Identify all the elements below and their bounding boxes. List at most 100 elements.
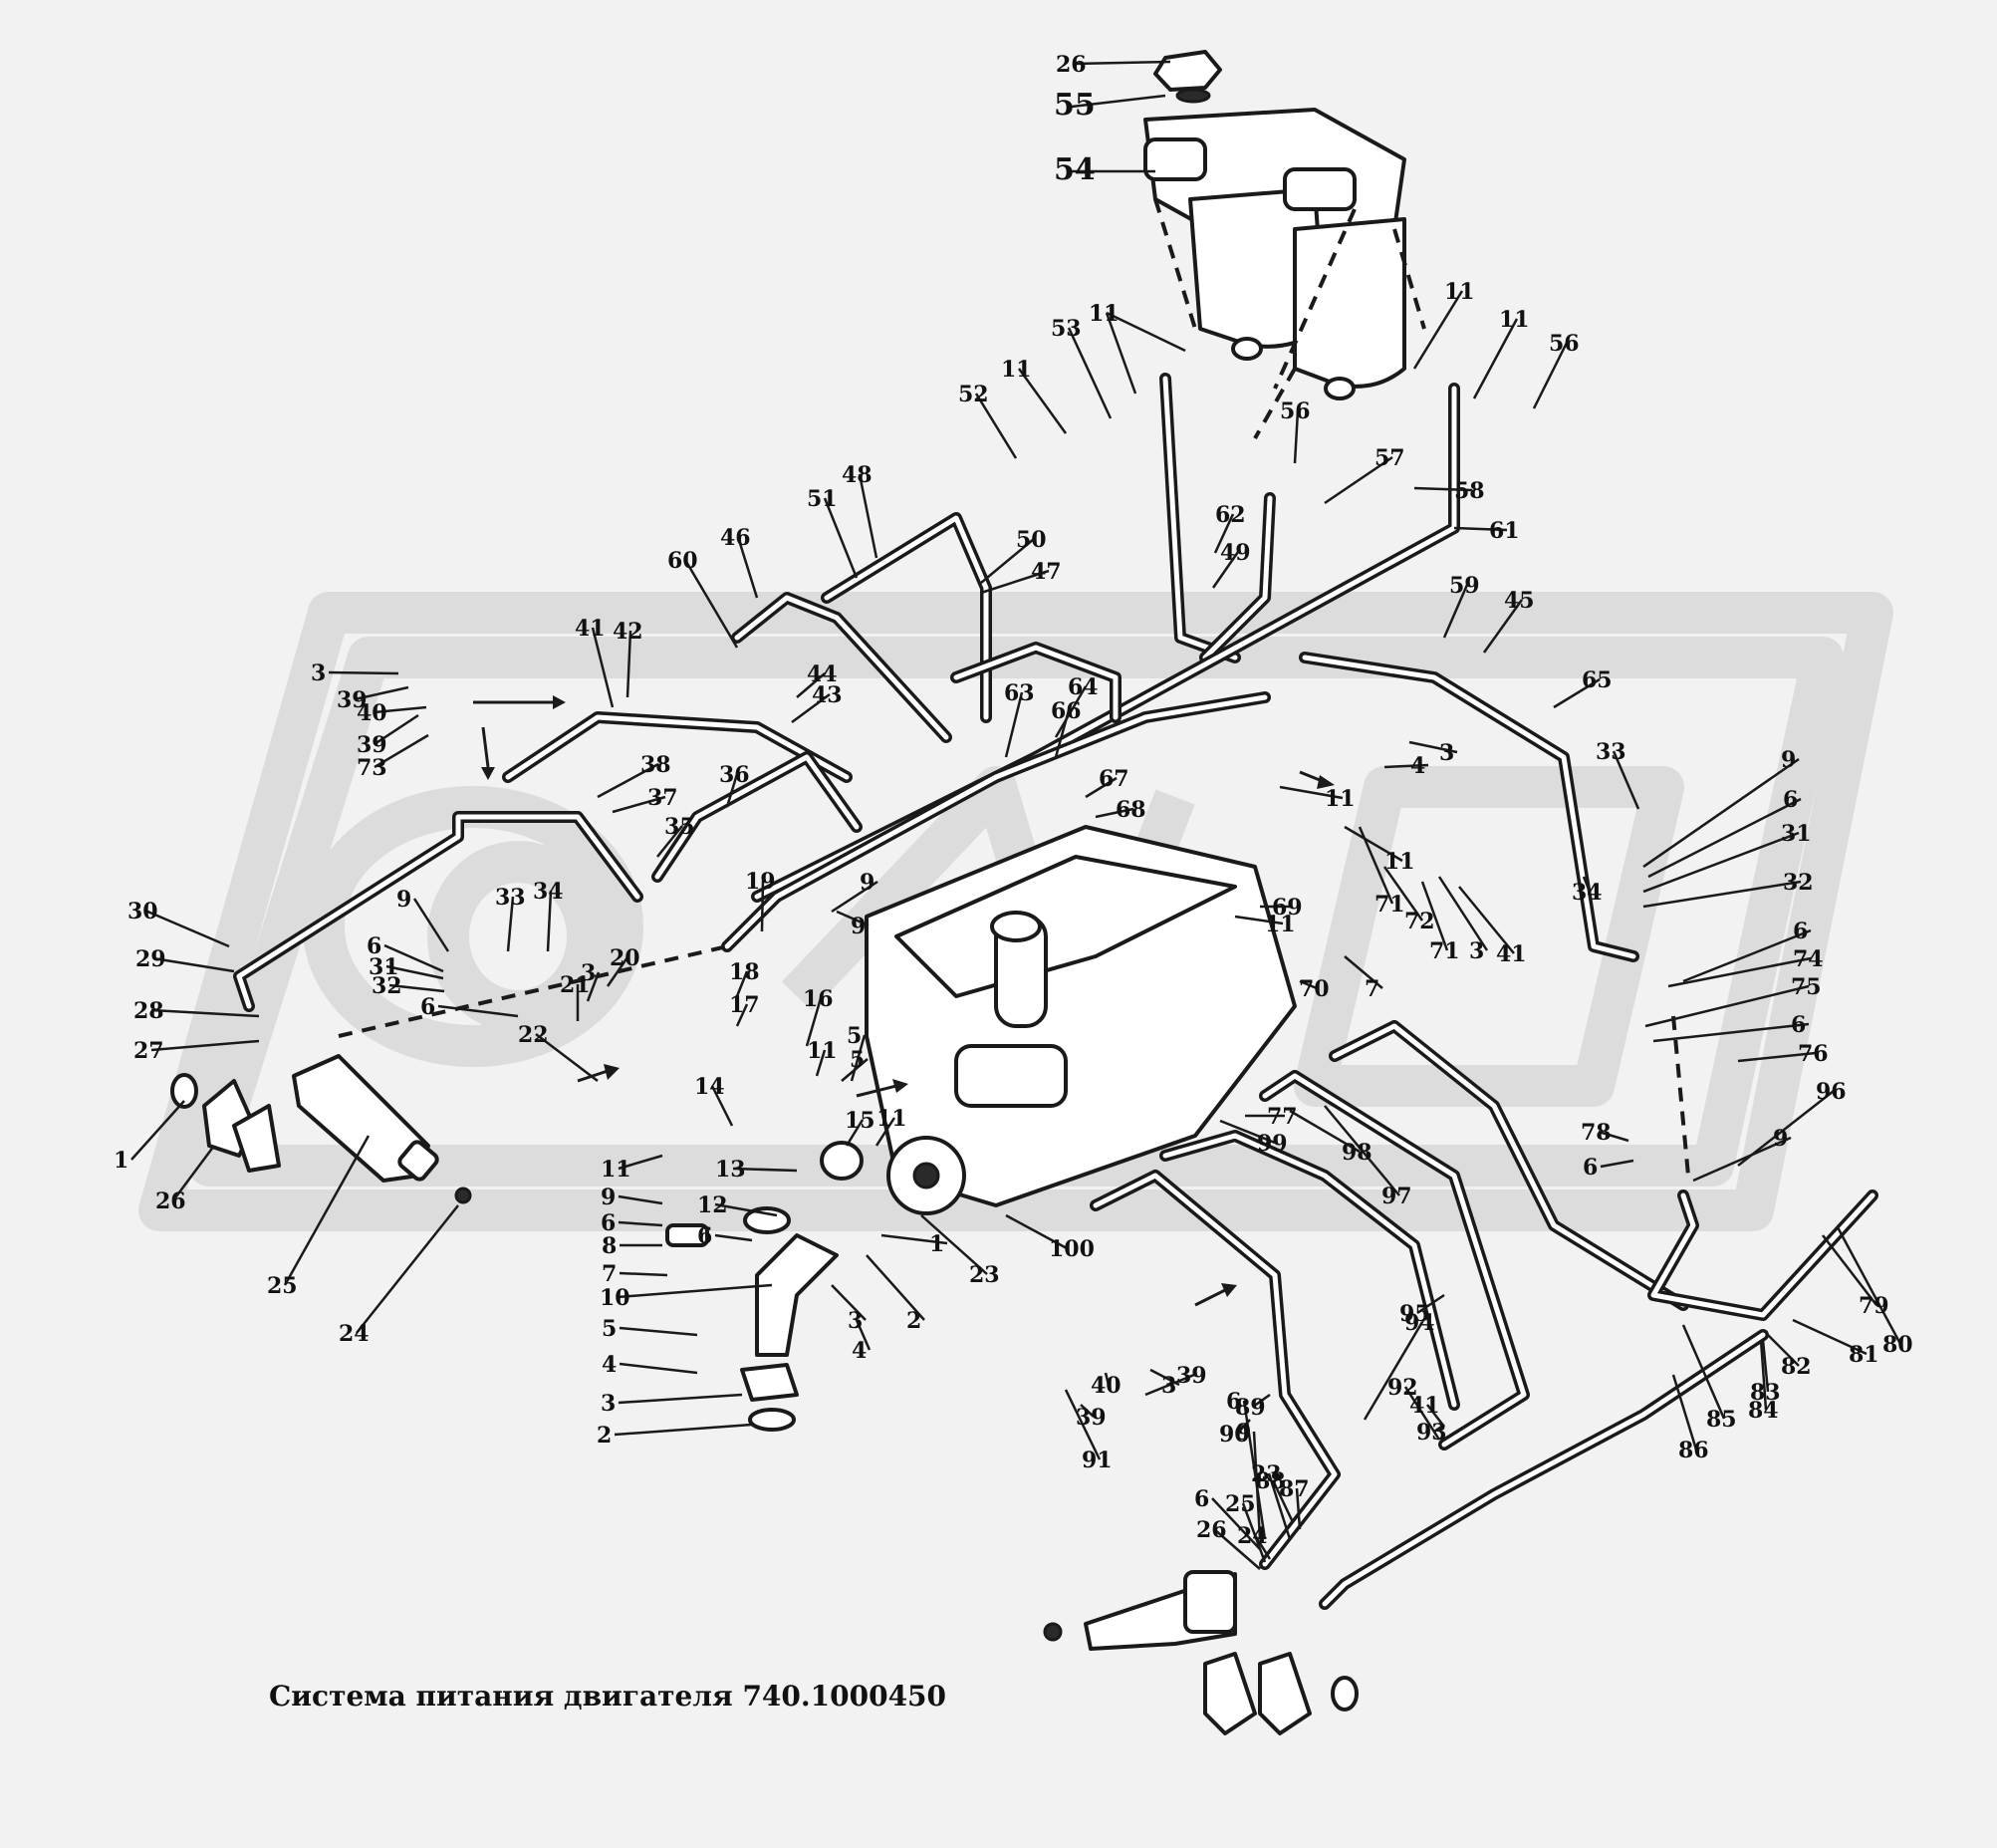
part-callout: 26	[155, 1188, 186, 1214]
leader-line	[1213, 1528, 1261, 1570]
leader-line	[619, 1326, 698, 1337]
part-callout: 9	[1236, 1420, 1251, 1446]
leader-line	[1234, 915, 1284, 925]
part-callout: 100	[1049, 1236, 1095, 1262]
leader-line	[1106, 311, 1186, 353]
leader-line	[1767, 1334, 1800, 1367]
part-callout: 39	[337, 687, 368, 713]
part-callout: 11	[1089, 301, 1120, 327]
leader-line	[619, 1362, 698, 1375]
leader-line	[1067, 327, 1113, 419]
part-callout: 97	[1381, 1184, 1412, 1209]
part-callout: 46	[720, 525, 751, 551]
leader-line	[1408, 740, 1458, 754]
part-callout: 23	[1251, 1461, 1282, 1487]
fuel-filter-assembly	[1143, 50, 1406, 400]
part-callout: 1	[929, 1231, 944, 1257]
part-callout: 94	[1404, 1310, 1435, 1336]
leader-line	[1642, 757, 1800, 869]
leader-line	[858, 473, 878, 559]
leader-line	[1647, 797, 1802, 879]
part-callout: 3	[601, 1391, 616, 1417]
part-callout: 60	[667, 548, 698, 574]
part-callout: 5	[850, 1047, 865, 1073]
leader-line	[1682, 928, 1812, 983]
part-callout: 17	[729, 992, 760, 1018]
leader-line	[732, 1167, 798, 1173]
leader-line	[1004, 691, 1024, 758]
leader-line	[1458, 886, 1515, 954]
leader-line	[725, 773, 739, 808]
part-callout: 3	[311, 660, 326, 686]
part-callout: 41	[1409, 1393, 1440, 1419]
leader-line	[1017, 368, 1068, 434]
part-callout: 37	[647, 785, 678, 811]
leader-line	[1420, 881, 1449, 951]
leader-line	[1416, 1293, 1445, 1315]
part-callout: 11	[1499, 307, 1530, 333]
leader-line	[1426, 1404, 1445, 1428]
part-callout: 55	[1054, 88, 1096, 123]
leader-line	[974, 393, 1018, 459]
leader-line	[1324, 1105, 1400, 1196]
part-callout: 15	[845, 1108, 875, 1134]
part-callout: 50	[1016, 527, 1047, 553]
part-callout: 3	[848, 1308, 863, 1334]
part-callout: 74	[1793, 946, 1824, 972]
part-callout: 47	[1031, 559, 1062, 585]
leader-line	[597, 762, 659, 799]
part-callout: 5	[602, 1316, 617, 1342]
part-callout: 39	[1176, 1363, 1207, 1389]
leader-line	[171, 1145, 216, 1201]
leader-line	[1252, 1393, 1271, 1409]
leader-line	[1344, 955, 1383, 989]
leader-line	[980, 538, 1035, 584]
leader-line	[1054, 685, 1088, 738]
part-callout: 6	[420, 994, 435, 1020]
part-callout: 92	[1387, 1375, 1418, 1401]
part-callout: 44	[807, 661, 838, 687]
leader-line	[1073, 60, 1171, 66]
leader-line	[374, 705, 427, 714]
part-callout: 51	[807, 486, 838, 512]
leader-line	[880, 1233, 948, 1245]
assembly-dashes	[338, 198, 1690, 1177]
part-callout: 56	[1549, 331, 1580, 357]
part-callout: 16	[803, 986, 834, 1012]
leader-line	[836, 910, 870, 927]
leader-line	[1213, 513, 1235, 554]
leader-line	[1681, 1324, 1726, 1420]
leader-line	[714, 1202, 778, 1217]
part-callout: 28	[133, 998, 164, 1024]
part-callout: 71	[1374, 892, 1405, 918]
leader-line	[591, 627, 615, 708]
leader-line	[1652, 1022, 1810, 1043]
leader-line	[144, 909, 230, 948]
leader-line	[1382, 866, 1424, 922]
leader-line	[845, 1119, 865, 1147]
leader-line	[656, 825, 683, 858]
part-callout: 22	[518, 1022, 549, 1048]
part-callout: 13	[715, 1157, 746, 1183]
part-callout: 96	[1816, 1079, 1847, 1105]
leader-line	[805, 997, 823, 1047]
part-callout: 2	[597, 1423, 612, 1449]
part-callout: 79	[1859, 1293, 1889, 1319]
part-callout: 11	[601, 1157, 631, 1183]
leader-line	[606, 956, 629, 987]
leader-line	[1383, 763, 1429, 769]
left-injector	[170, 1054, 472, 1204]
leader-line	[823, 497, 859, 579]
leader-line	[1080, 1404, 1095, 1418]
leader-line	[1598, 1130, 1629, 1143]
hoses-and-fittings	[665, 1141, 864, 1432]
right-injector	[1043, 1570, 1359, 1735]
leader-line	[1064, 1389, 1102, 1460]
leader-line	[374, 733, 429, 769]
part-callout: 20	[610, 945, 640, 971]
part-callout: 76	[1798, 1041, 1829, 1067]
leader-line	[736, 536, 759, 599]
part-callout: 54	[1054, 152, 1096, 187]
part-callout: 67	[1099, 766, 1129, 792]
leader-line	[1242, 1400, 1267, 1540]
